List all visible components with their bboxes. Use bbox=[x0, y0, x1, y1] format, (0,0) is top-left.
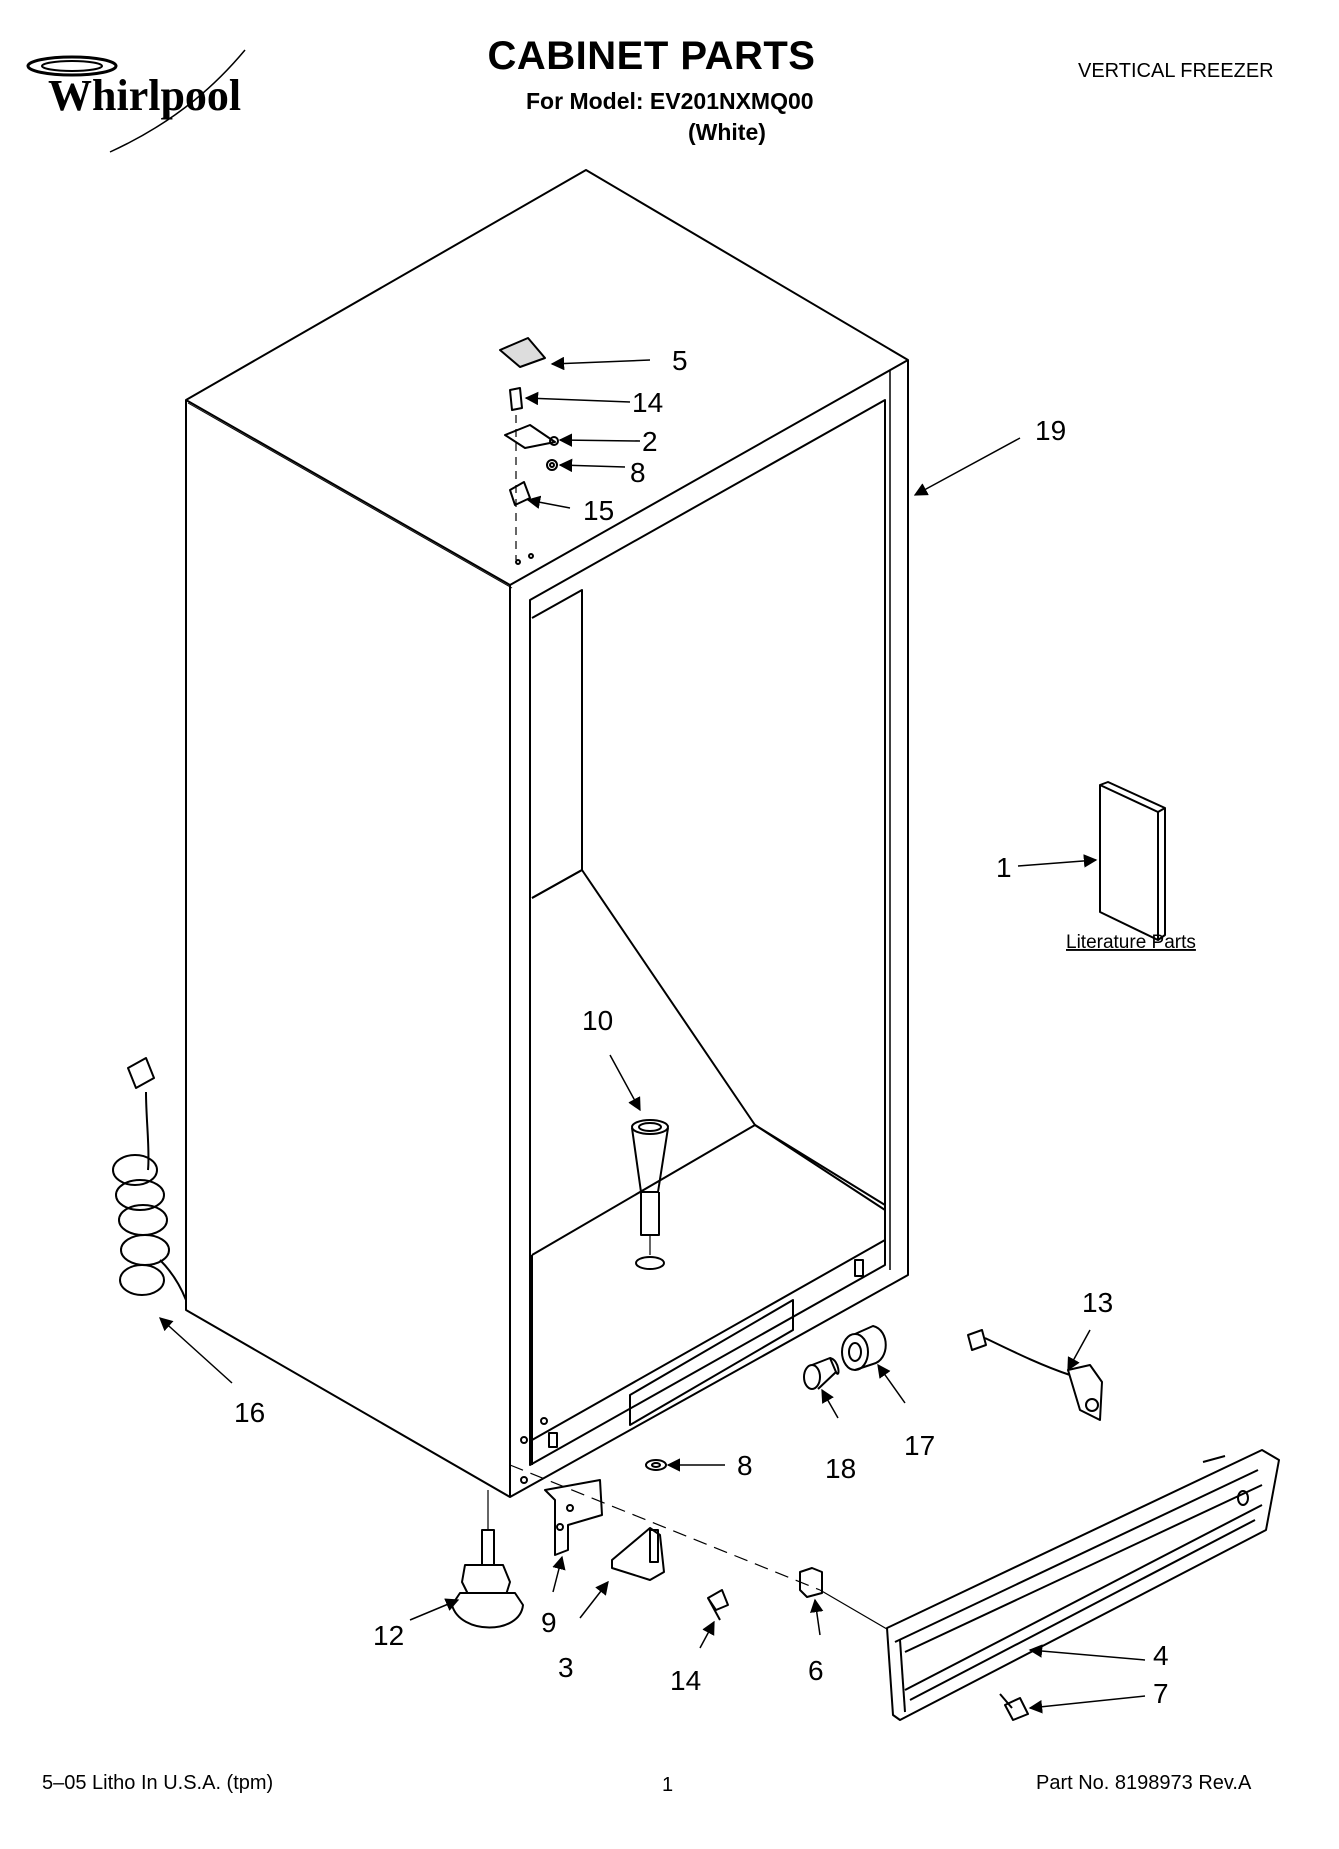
whirlpool-logo: Whirlpool bbox=[26, 49, 246, 153]
callout-3: 3 bbox=[558, 1652, 574, 1683]
callout-arrows bbox=[158, 356, 1146, 1714]
footer-litho: 5–05 Litho In U.S.A. (tpm) bbox=[42, 1772, 274, 1794]
callout-5: 5 bbox=[672, 345, 688, 376]
callout-15: 15 bbox=[583, 495, 614, 526]
freezer-cabinet bbox=[185, 169, 909, 1498]
literature-parts-label: Literature Parts bbox=[1066, 932, 1196, 953]
callout-4: 4 bbox=[1153, 1640, 1169, 1671]
washer-8 bbox=[645, 1459, 667, 1471]
callout-14-top: 14 bbox=[632, 387, 663, 418]
whirlpool-logo-text: Whirlpool bbox=[48, 71, 241, 120]
callout-12: 12 bbox=[373, 1620, 404, 1651]
callout-14-bottom: 14 bbox=[670, 1665, 701, 1696]
spacer-17 bbox=[841, 1325, 887, 1371]
screw-14-bottom bbox=[707, 1589, 729, 1621]
callout-19: 19 bbox=[1035, 415, 1066, 446]
bracket-9 bbox=[544, 1479, 603, 1556]
callout-1: 1 bbox=[996, 852, 1012, 883]
callout-7: 7 bbox=[1153, 1678, 1169, 1709]
page-title: CABINET PARTS bbox=[487, 34, 816, 78]
product-type: VERTICAL FREEZER bbox=[1078, 60, 1274, 82]
callout-10: 10 bbox=[582, 1005, 613, 1036]
callout-8-top: 8 bbox=[630, 457, 646, 488]
toe-grille bbox=[886, 1449, 1280, 1721]
color-line: (White) bbox=[688, 119, 766, 145]
clip-6 bbox=[799, 1567, 823, 1598]
callout-8-bottom: 8 bbox=[737, 1450, 753, 1481]
drain-tube bbox=[631, 1119, 669, 1270]
callout-18: 18 bbox=[825, 1453, 856, 1484]
bracket-3 bbox=[611, 1527, 665, 1581]
callout-labels: 5 14 2 8 15 19 1 Literature Parts 10 13 … bbox=[234, 345, 1196, 1709]
footer-page-number: 1 bbox=[662, 1774, 674, 1796]
callout-9: 9 bbox=[541, 1607, 557, 1638]
footer-part-number: Part No. 8198973 Rev.A bbox=[1036, 1772, 1252, 1794]
wire-harness-13 bbox=[967, 1329, 1103, 1421]
model-line: For Model: EV201NXMQ00 bbox=[526, 88, 814, 114]
callout-2: 2 bbox=[642, 426, 658, 457]
leveling-leg bbox=[451, 1490, 524, 1629]
top-hinge-assembly bbox=[499, 337, 559, 565]
screw-7 bbox=[999, 1693, 1029, 1721]
power-cord bbox=[112, 1057, 187, 1301]
callout-6: 6 bbox=[808, 1655, 824, 1686]
literature-book bbox=[1099, 781, 1166, 941]
shim-18 bbox=[803, 1357, 840, 1390]
callout-13: 13 bbox=[1082, 1287, 1113, 1318]
callout-16: 16 bbox=[234, 1397, 265, 1428]
callout-17: 17 bbox=[904, 1430, 935, 1461]
